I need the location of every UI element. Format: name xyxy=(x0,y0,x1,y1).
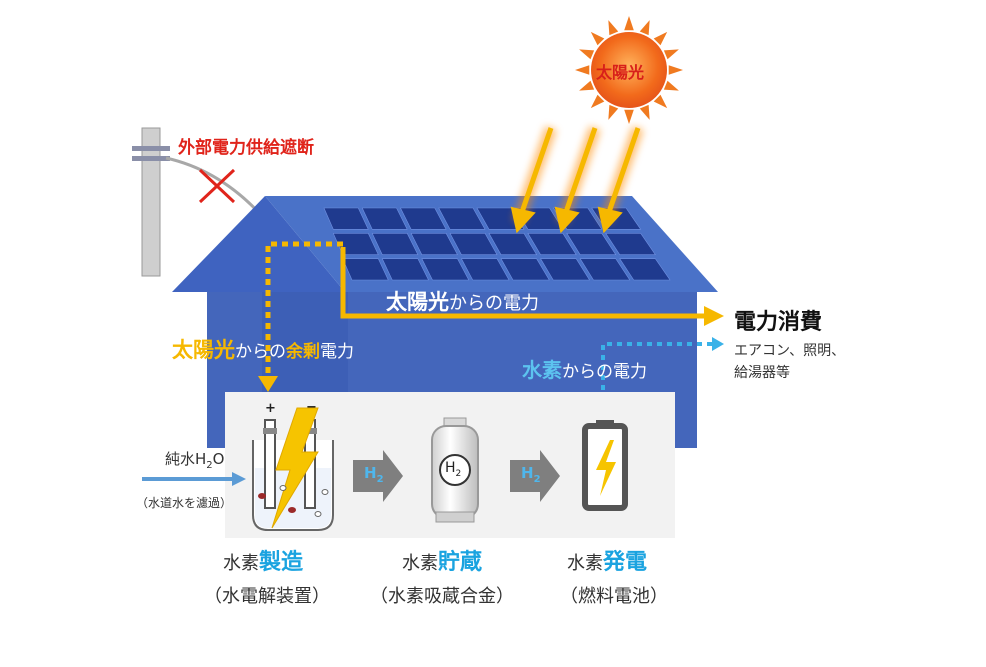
sun-spike xyxy=(663,49,679,60)
stage-generation: 水素発電 xyxy=(567,550,648,575)
sun-spike xyxy=(608,104,619,120)
electrolyzer-plus: + xyxy=(265,401,276,416)
solar-panel-cell xyxy=(449,233,498,255)
cut-off-x-icon xyxy=(198,168,236,204)
h2-arrow-1 xyxy=(353,450,403,502)
stage-production: 水素製造 xyxy=(223,550,304,575)
stage-production-sub: （水電解装置） xyxy=(204,586,330,607)
sun-spike xyxy=(579,49,595,60)
surplus-power-label: 太陽光からの余剰電力 xyxy=(172,338,354,362)
solar-panel-cell xyxy=(421,258,470,281)
stage-storage-sub: （水素吸蔵合金） xyxy=(370,586,514,607)
sun-spike xyxy=(579,80,595,91)
utility-pole xyxy=(132,127,264,277)
sun-spike xyxy=(590,94,605,109)
sun-label: 太陽光 xyxy=(596,63,645,82)
solar-panel-cell xyxy=(323,207,369,230)
solar-panel-cell xyxy=(342,258,389,281)
solar-panel-cell xyxy=(488,233,538,255)
grid-cutoff-label: 外部電力供給遮断 xyxy=(178,138,314,158)
sun-spike xyxy=(663,80,679,91)
solar-panel-cell xyxy=(361,207,408,230)
lightning-icon xyxy=(271,407,319,529)
hydrogen-tank-icon xyxy=(431,417,479,523)
consumption-title: 電力消費 xyxy=(734,310,823,335)
sun-spike xyxy=(624,109,634,124)
sun-spike xyxy=(653,94,668,109)
solar-panel-cell xyxy=(579,258,631,281)
surplus-power-dotted-line xyxy=(258,241,343,392)
h2-arrow-2 xyxy=(510,450,560,502)
sun-spike xyxy=(639,104,650,120)
solar-panel-cell xyxy=(540,258,591,281)
solar-power-line xyxy=(340,247,724,326)
solar-panel-cell xyxy=(438,207,486,230)
roof-front xyxy=(172,196,345,292)
stage-generation-sub: （燃料電池） xyxy=(560,586,668,607)
sun-ray-arrows xyxy=(510,126,644,234)
h2-arrow-1-label: H2 xyxy=(364,464,384,485)
consumption-line-1: エアコン、照明、 xyxy=(734,343,846,359)
solar-panel-cell xyxy=(371,233,419,255)
stage-storage: 水素貯蔵 xyxy=(402,550,483,575)
water-input-arrow xyxy=(142,472,246,486)
solar-panel-cell xyxy=(410,233,458,255)
sun-spike xyxy=(608,20,619,36)
consumption-line-2: 給湯器等 xyxy=(734,365,790,381)
solar-panel-cell xyxy=(400,207,447,230)
battery-icon xyxy=(582,420,628,511)
electrolyzer-minus: − xyxy=(306,400,317,415)
tank-label: H2 xyxy=(445,460,462,479)
sun-spike xyxy=(639,20,650,36)
solar-panel-cell xyxy=(460,258,510,281)
hydrogen-power-label: 水素からの電力 xyxy=(522,358,647,382)
solar-power-label: 太陽光からの電力 xyxy=(386,290,539,314)
sun-spike xyxy=(624,16,634,31)
solar-panel-cell xyxy=(381,258,429,281)
solar-panel-cell xyxy=(500,258,550,281)
sun-spike xyxy=(590,31,605,46)
electrolyzer-icon xyxy=(252,407,334,531)
solar-panel-cell xyxy=(605,233,656,255)
hydrogen-power-dotted-line xyxy=(601,337,724,390)
solar-panel-cell xyxy=(619,258,671,281)
sun-spike xyxy=(653,31,668,46)
sun-spike xyxy=(575,65,590,75)
water-input-label: 純水H2O xyxy=(165,450,225,471)
sun-icon xyxy=(575,16,683,124)
battery-lightning-icon xyxy=(596,440,616,496)
solar-panel-cell xyxy=(566,233,617,255)
solar-panel-cell xyxy=(527,233,577,255)
h2-arrow-2-label: H2 xyxy=(521,464,541,485)
water-input-note: （水道水を濾過） xyxy=(136,496,233,510)
sun-spike xyxy=(668,65,683,75)
